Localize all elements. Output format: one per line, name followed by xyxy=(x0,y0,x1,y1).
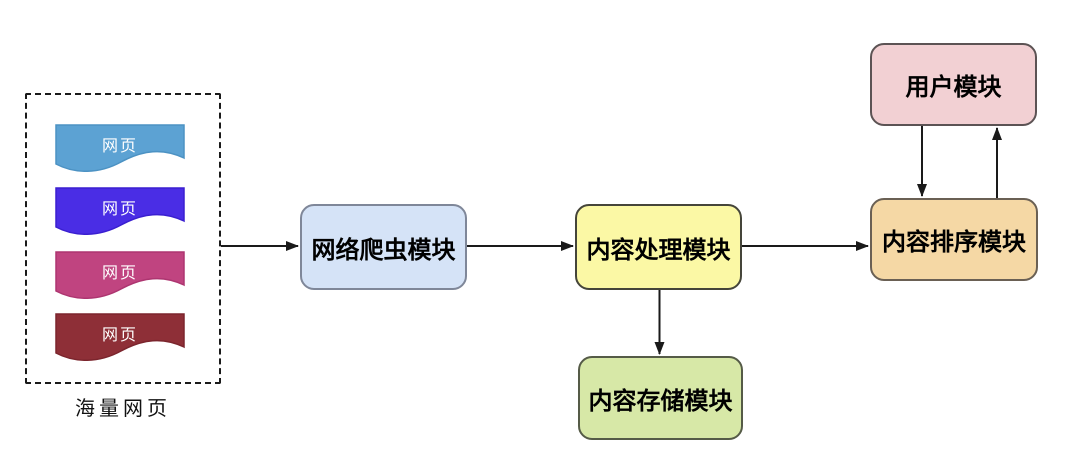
document-shape-icon xyxy=(55,187,185,235)
document-shape-icon xyxy=(55,124,185,172)
webpage-document: 网页 xyxy=(55,124,185,172)
document-shape-icon xyxy=(55,251,185,299)
webpage-label: 网页 xyxy=(101,201,138,218)
webpage-document: 网页 xyxy=(55,251,185,299)
node-content-ranking-module: 内容排序模块 xyxy=(870,198,1038,281)
webpage-label: 网页 xyxy=(101,138,138,155)
massive-webpages-label: 海量网页 xyxy=(75,398,171,420)
node-content-processing-module: 内容处理模块 xyxy=(575,204,742,290)
webpage-label: 网页 xyxy=(101,265,138,282)
node-web-crawler-module: 网络爬虫模块 xyxy=(300,204,467,290)
node-content-storage-module: 内容存储模块 xyxy=(578,356,743,440)
massive-webpages-group xyxy=(25,93,221,384)
document-shape-icon xyxy=(55,313,185,361)
webpage-document: 网页 xyxy=(55,187,185,235)
webpage-label: 网页 xyxy=(101,327,138,344)
webpage-document: 网页 xyxy=(55,313,185,361)
node-user-module: 用户模块 xyxy=(870,43,1037,126)
